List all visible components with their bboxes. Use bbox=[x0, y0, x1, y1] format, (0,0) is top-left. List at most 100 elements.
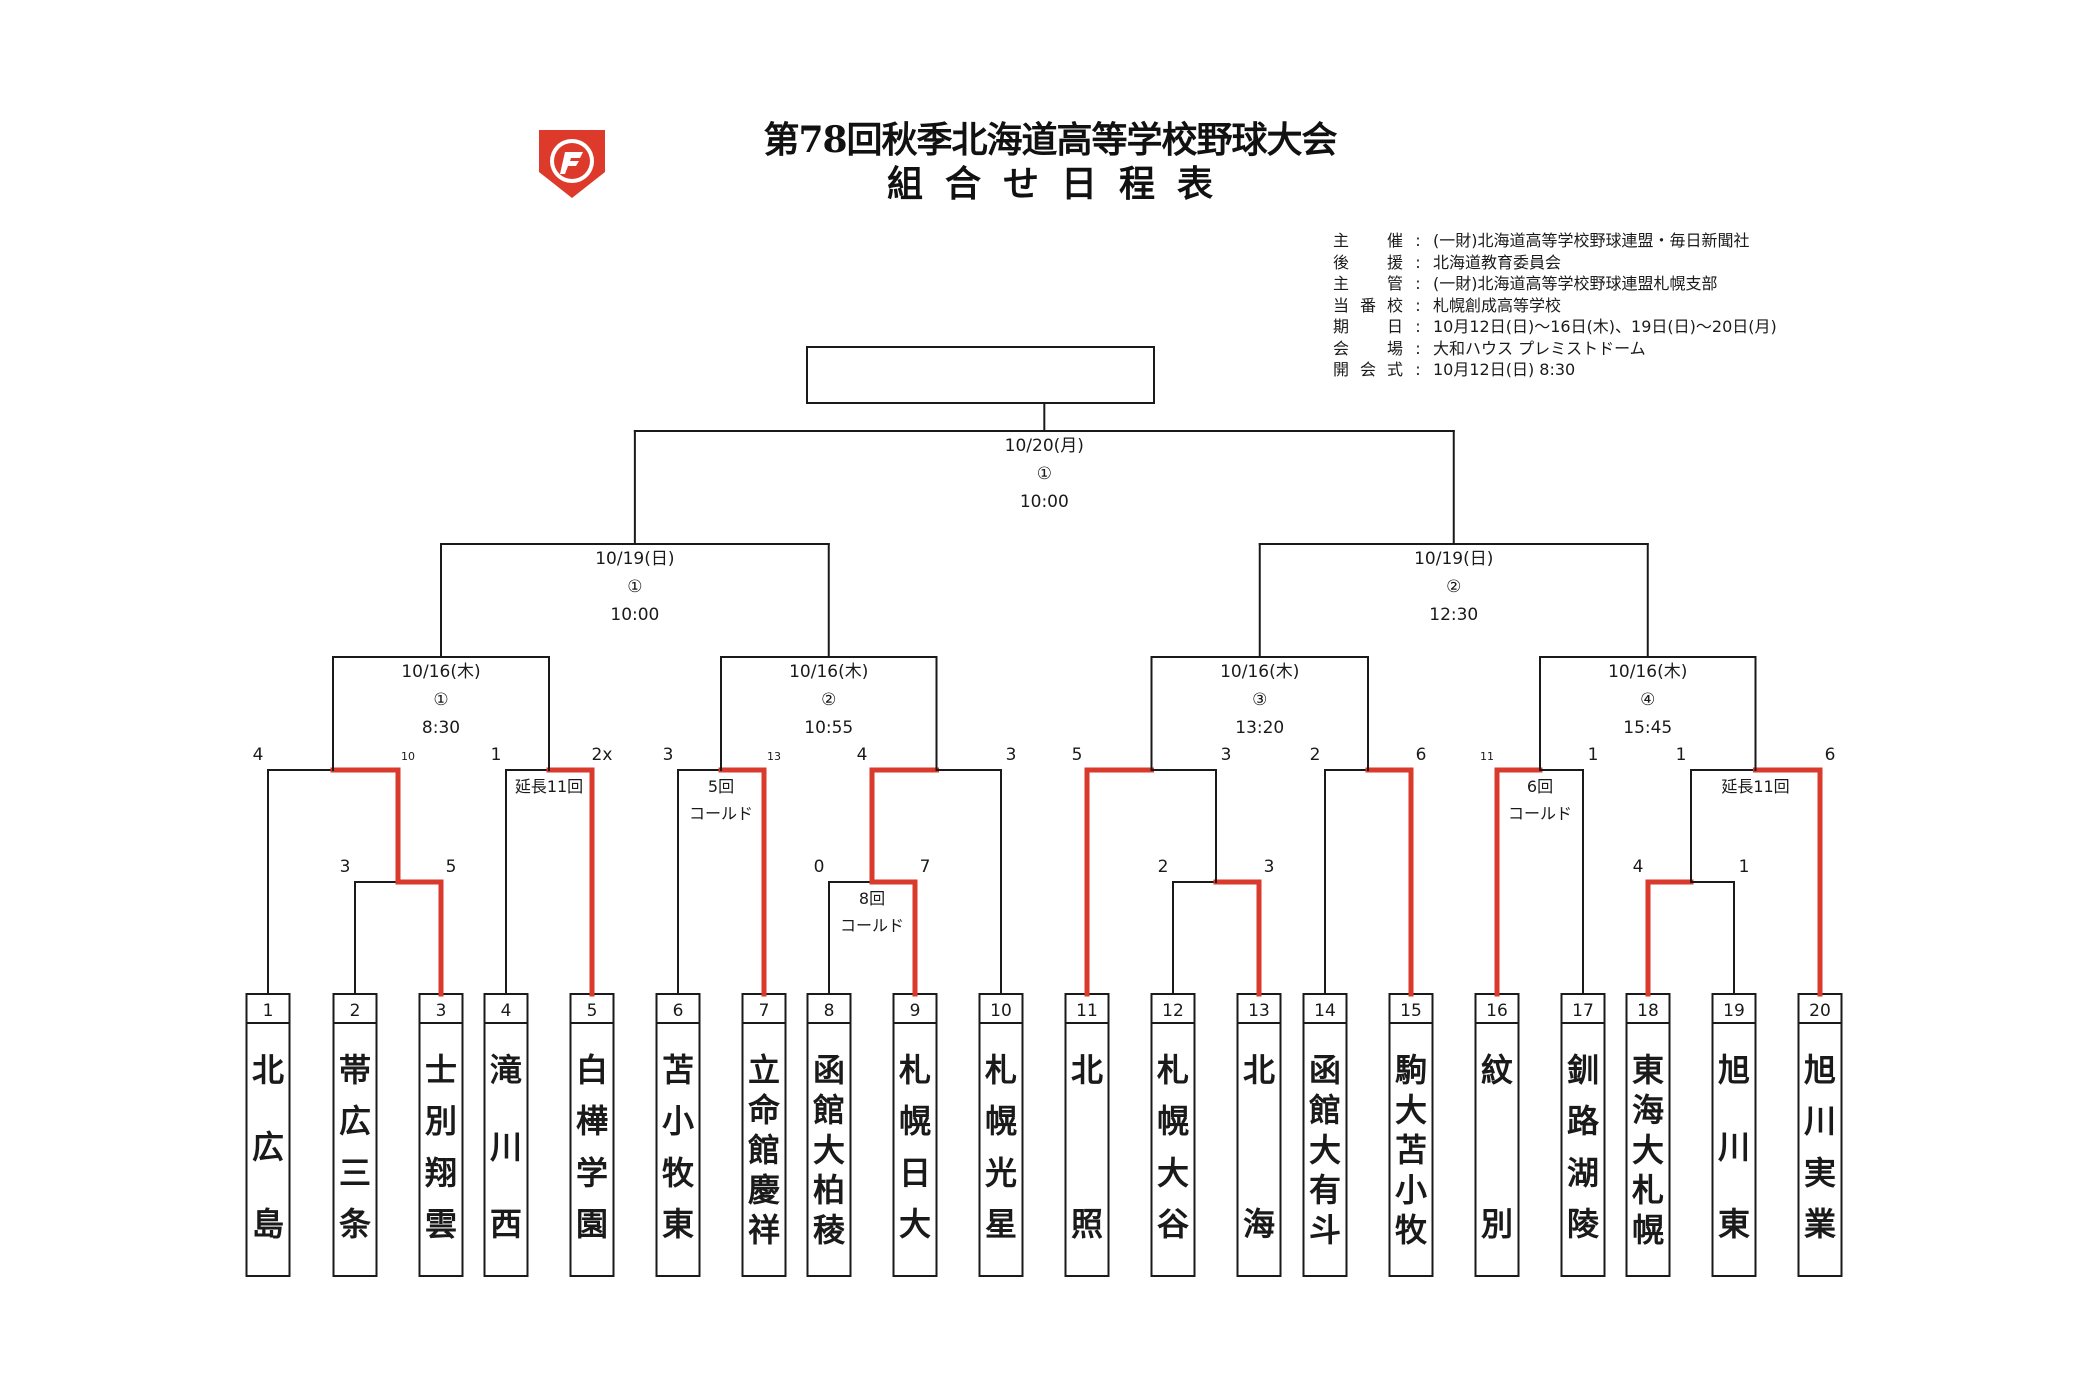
match-time: 15:45 bbox=[1623, 718, 1672, 738]
team-name-char: 滝 bbox=[489, 1051, 522, 1089]
team-name-char: 三 bbox=[338, 1153, 371, 1192]
match-number: ① bbox=[433, 690, 448, 710]
info-label-char: 番 bbox=[1359, 295, 1376, 315]
team-number: 6 bbox=[673, 1001, 684, 1021]
team-name-char: 大 bbox=[812, 1131, 845, 1169]
team-name-char: 慶 bbox=[747, 1171, 780, 1209]
game-note: コールド bbox=[840, 916, 904, 935]
match-date: 10/19(日) bbox=[595, 549, 674, 569]
team-name-char: 札 bbox=[1631, 1171, 1664, 1209]
team-name-char: 柏 bbox=[812, 1171, 845, 1209]
match-time: 12:30 bbox=[1429, 605, 1478, 625]
team-name-char: 幌 bbox=[1156, 1102, 1189, 1141]
match-time: 10:00 bbox=[1020, 492, 1069, 512]
match-date: 10/16(木) bbox=[1220, 662, 1299, 682]
team-name-char: 立 bbox=[747, 1051, 780, 1089]
match-time: 10:55 bbox=[804, 718, 853, 738]
team-box bbox=[978, 993, 1024, 1277]
team-name-char: 札 bbox=[1156, 1051, 1189, 1089]
team-number: 9 bbox=[910, 1001, 921, 1021]
score-right: 6 bbox=[1825, 745, 1836, 765]
info-value: (一財)北海道高等学校野球連盟・毎日新聞社 bbox=[1433, 231, 1750, 250]
team-name-char: 西 bbox=[489, 1205, 522, 1243]
team-number: 12 bbox=[1162, 1001, 1184, 1021]
info-label-char: 式 bbox=[1386, 360, 1403, 379]
team-name-char: 川 bbox=[1717, 1128, 1750, 1166]
team-name-char: 帯 bbox=[338, 1051, 371, 1089]
info-separator: : bbox=[1415, 274, 1421, 293]
team-box bbox=[1711, 993, 1757, 1277]
team-name-char: 館 bbox=[747, 1131, 780, 1169]
info-separator: : bbox=[1415, 295, 1421, 315]
match-number: ② bbox=[1446, 577, 1461, 597]
info-separator: : bbox=[1415, 231, 1421, 250]
team-name: 白樺学園 bbox=[571, 1026, 614, 1272]
info-value: 北海道教育委員会 bbox=[1433, 252, 1562, 272]
info-label-char: 開 bbox=[1333, 360, 1350, 379]
team-name-char: 星 bbox=[984, 1204, 1017, 1243]
team-name: 紋別 bbox=[1476, 1026, 1519, 1272]
team-box bbox=[1474, 993, 1520, 1277]
team-name: 滝川西 bbox=[485, 1026, 528, 1272]
score-left: 3 bbox=[663, 745, 674, 765]
team-name-char: 士 bbox=[424, 1051, 457, 1089]
match-date: 10/16(木) bbox=[789, 662, 868, 682]
team-name-char: 雲 bbox=[424, 1204, 457, 1243]
info-label-char: 校 bbox=[1386, 295, 1403, 315]
score-left: 1 bbox=[491, 745, 502, 765]
team-number: 3 bbox=[436, 1001, 447, 1021]
team-name-char: 川 bbox=[489, 1128, 522, 1166]
score-left: 5 bbox=[1072, 745, 1083, 765]
team-name: 函館大有斗 bbox=[1304, 1026, 1347, 1272]
score-left: 11 bbox=[1480, 750, 1494, 763]
info-label-char: 管 bbox=[1386, 274, 1403, 293]
team-number: 11 bbox=[1076, 1001, 1098, 1021]
team-name: 立命館慶祥 bbox=[743, 1026, 786, 1272]
info-row: 会場:大和ハウス プレミストドーム bbox=[1333, 338, 1777, 360]
info-value: 大和ハウス プレミストドーム bbox=[1433, 338, 1646, 358]
team-box bbox=[806, 993, 852, 1277]
score-left: 2 bbox=[1158, 857, 1169, 877]
team-name-char: 大 bbox=[898, 1204, 931, 1243]
team-name-char: 札 bbox=[984, 1051, 1017, 1089]
champion-box bbox=[806, 346, 1155, 404]
match-number: ③ bbox=[1252, 690, 1267, 710]
team-name: 札幌大谷 bbox=[1152, 1026, 1195, 1272]
team-name-char: 函 bbox=[1308, 1051, 1341, 1089]
team-name-char: 小 bbox=[661, 1102, 694, 1141]
team-name: 北広島 bbox=[247, 1026, 290, 1272]
team-box bbox=[892, 993, 938, 1277]
team-name: 北照 bbox=[1066, 1026, 1109, 1272]
info-row: 開会式:10月12日(日) 8:30 bbox=[1333, 359, 1777, 381]
score-right: 10 bbox=[401, 750, 415, 763]
score-right: 3 bbox=[1264, 857, 1275, 877]
info-label: 主催 bbox=[1333, 230, 1403, 252]
team-name-char: 照 bbox=[1070, 1205, 1103, 1243]
team-name-char: 園 bbox=[575, 1204, 608, 1243]
team-name-char: 条 bbox=[338, 1204, 371, 1243]
match-time: 8:30 bbox=[422, 718, 460, 738]
info-label-char: 当 bbox=[1333, 295, 1350, 315]
team-number: 2 bbox=[350, 1001, 361, 1021]
match-date: 10/19(日) bbox=[1414, 549, 1493, 569]
team-name-char: 学 bbox=[575, 1153, 608, 1192]
game-note: 6回 bbox=[1527, 777, 1553, 796]
game-note: 8回 bbox=[859, 889, 885, 908]
team-name-char: 東 bbox=[661, 1204, 694, 1243]
team-number: 13 bbox=[1248, 1001, 1270, 1021]
info-row: 主催: (一財)北海道高等学校野球連盟・毎日新聞社 bbox=[1333, 230, 1777, 252]
info-label-char: 日 bbox=[1386, 317, 1403, 336]
team-name-char: 大 bbox=[1394, 1091, 1427, 1129]
match-date: 10/16(木) bbox=[1608, 662, 1687, 682]
team-box bbox=[1302, 993, 1348, 1277]
team-name-char: 祥 bbox=[747, 1211, 780, 1249]
team-name-char: 日 bbox=[898, 1153, 931, 1192]
team-number: 19 bbox=[1723, 1001, 1745, 1021]
team-name-char: 北 bbox=[1070, 1051, 1103, 1089]
score-right: 3 bbox=[1006, 745, 1017, 765]
score-left: 4 bbox=[857, 745, 868, 765]
game-note: コールド bbox=[689, 804, 753, 823]
team-name-char: 路 bbox=[1566, 1102, 1599, 1141]
info-row: 期日:10月12日(日)〜16日(木)、19日(日)〜20日(月) bbox=[1333, 316, 1777, 338]
match-number: ① bbox=[1037, 464, 1052, 484]
